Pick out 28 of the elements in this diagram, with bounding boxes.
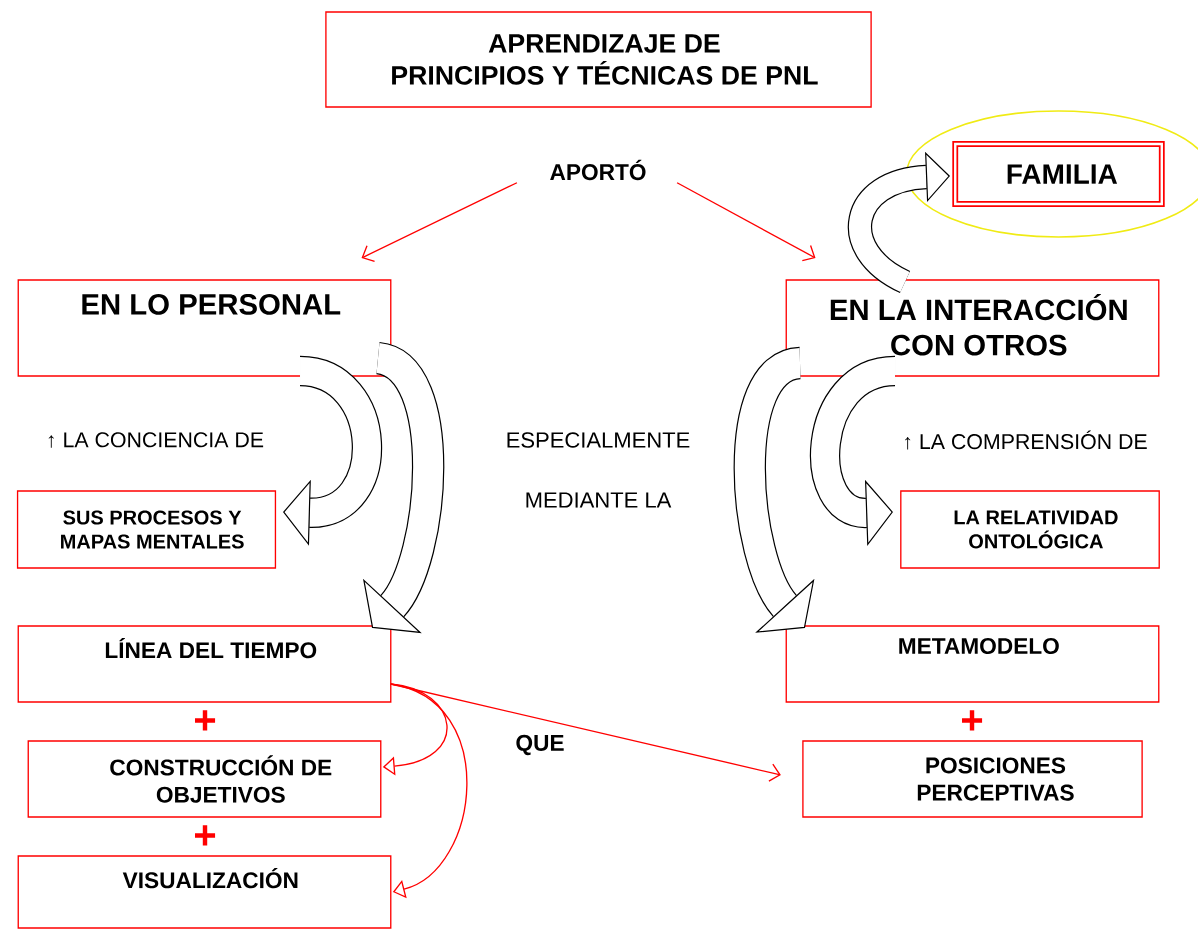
text-box: METAMODELO bbox=[785, 625, 1160, 703]
linking-phrase: MEDIANTE LA bbox=[526, 492, 672, 508]
double-bordered-box: FAMILIA bbox=[952, 141, 1165, 207]
plus-sign: + bbox=[962, 710, 983, 731]
text-box: SUS PROCESOS Y MAPAS MENTALES bbox=[16, 490, 277, 569]
linking-phrase: ESPECIALMENTE bbox=[507, 432, 690, 448]
arrow bbox=[361, 182, 518, 262]
text-box: CONSTRUCCIÓN DE OBJETIVOS bbox=[27, 740, 382, 818]
title-box: APRENDIZAJE DE PRINCIPIOS Y TÉCNICAS DE PNL bbox=[325, 11, 872, 108]
text-box: EN LA INTERACCIÓN CON OTROS bbox=[785, 279, 1160, 377]
text-box: POSICIONES PERCEPTIVAS bbox=[802, 740, 1143, 818]
text-box: LÍNEA DEL TIEMPO bbox=[17, 625, 392, 703]
curved-block-arrow bbox=[283, 355, 382, 546]
arrow bbox=[390, 683, 468, 899]
curved-block-arrow bbox=[363, 342, 445, 634]
linking-phrase: ↑ LA CONCIENCIA DE bbox=[48, 432, 264, 448]
curved-block-arrow bbox=[733, 347, 815, 633]
plus-sign: + bbox=[195, 710, 216, 731]
arrow bbox=[676, 182, 816, 262]
linking-word: APORTÓ bbox=[550, 159, 646, 181]
text-box: EN LO PERSONAL bbox=[17, 279, 392, 377]
text-box: VISUALIZACIÓN bbox=[17, 855, 392, 929]
edge-label: QUE bbox=[514, 733, 566, 757]
arrow bbox=[390, 683, 781, 782]
text-box: LA RELATIVIDAD ONTOLÓGICA bbox=[900, 490, 1160, 569]
plus-sign: + bbox=[195, 825, 216, 846]
linking-phrase: ↑ LA COMPRENSIÓN DE bbox=[905, 430, 1147, 450]
curved-block-arrow bbox=[848, 151, 950, 293]
